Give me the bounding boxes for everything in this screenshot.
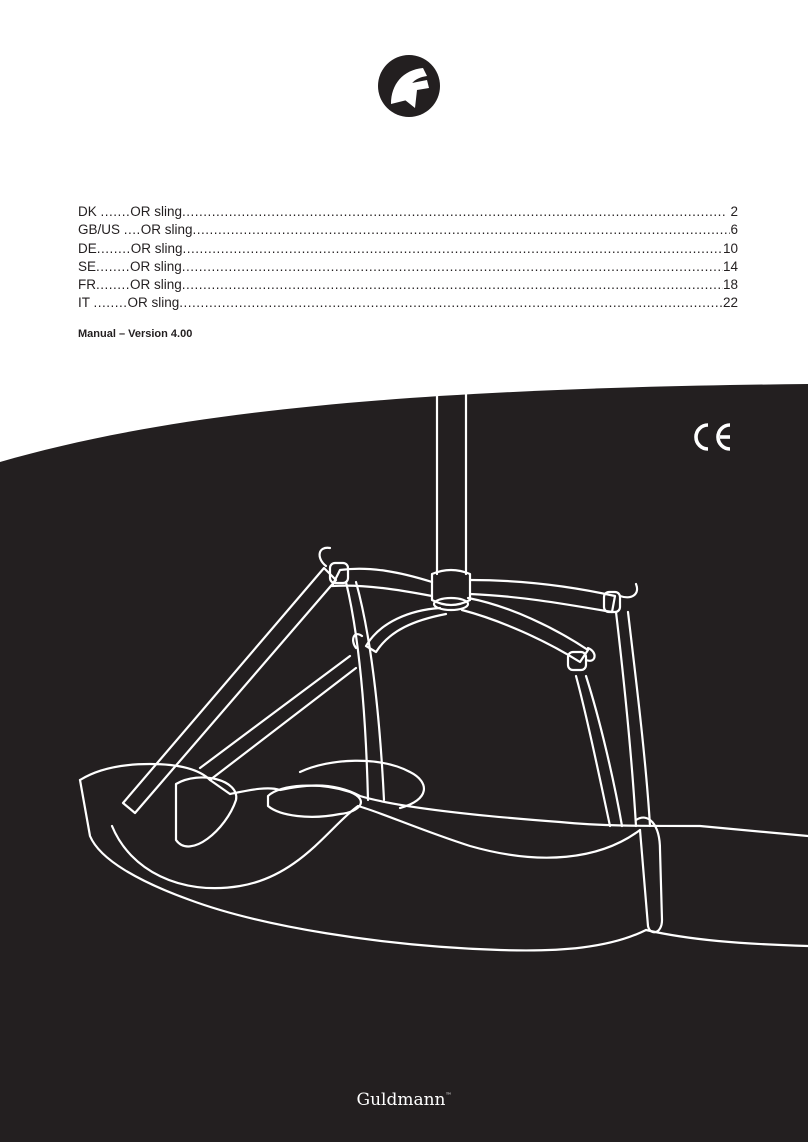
toc-leader: ........: [96, 258, 131, 274]
toc-leader-dots: ........................................…: [192, 222, 731, 238]
toc-leader: .......: [100, 204, 131, 219]
toc-row[interactable]: FR ........ OR sling ...................…: [78, 276, 738, 294]
toc-language: DK: [78, 204, 101, 219]
toc-language: DE: [78, 240, 97, 256]
toc-row[interactable]: GB/US .... OR sling ....................…: [78, 221, 738, 239]
toc-title: OR sling: [127, 295, 180, 311]
guldmann-logo-icon: [378, 55, 440, 117]
toc-leader-dots: ........................................…: [182, 240, 723, 256]
toc-title: OR sling: [140, 222, 193, 238]
toc-leader-dots: ........................................…: [181, 258, 723, 274]
toc-row[interactable]: SE ........ OR sling ...................…: [78, 258, 738, 276]
toc-title: OR sling: [130, 240, 183, 256]
toc-language: FR: [78, 277, 96, 293]
toc-leader: ........: [96, 240, 131, 256]
toc-row[interactable]: IT ........ OR sling ...................…: [78, 294, 738, 312]
toc-language: GB/US: [78, 222, 124, 238]
table-of-contents: DK ....... OR sling ....................…: [78, 203, 738, 313]
toc-leader-dots: ........................................…: [182, 204, 727, 219]
toc-language: SE: [78, 258, 97, 274]
toc-leader: ........: [96, 277, 131, 293]
toc-title: OR sling: [130, 277, 182, 293]
brand-name: Guldmann: [356, 1090, 446, 1110]
toc-language: IT: [78, 295, 94, 311]
toc-title: OR sling: [130, 204, 183, 219]
toc-page-number: 14: [722, 258, 738, 274]
toc-page-number: 2: [730, 204, 738, 219]
manual-version: Manual – Version 4.00: [78, 328, 193, 340]
toc-page-number: 18: [722, 277, 738, 293]
ce-mark-icon: [694, 423, 731, 451]
toc-leader: ........: [93, 295, 128, 311]
toc-page-number: 22: [722, 295, 738, 311]
trademark-symbol: ™: [445, 1092, 452, 1099]
toc-row[interactable]: DK ....... OR sling ....................…: [78, 203, 738, 221]
cover-illustration: [0, 384, 808, 1142]
toc-row[interactable]: DE ........ OR sling ...................…: [78, 240, 738, 258]
toc-title: OR sling: [130, 258, 182, 274]
toc-leader-dots: ........................................…: [179, 295, 723, 311]
brand-wordmark: Guldmann™: [0, 1090, 808, 1110]
toc-leader-dots: ........................................…: [181, 277, 723, 293]
toc-page-number: 6: [730, 222, 738, 238]
toc-leader: ....: [123, 222, 141, 238]
toc-page-number: 10: [722, 240, 738, 256]
